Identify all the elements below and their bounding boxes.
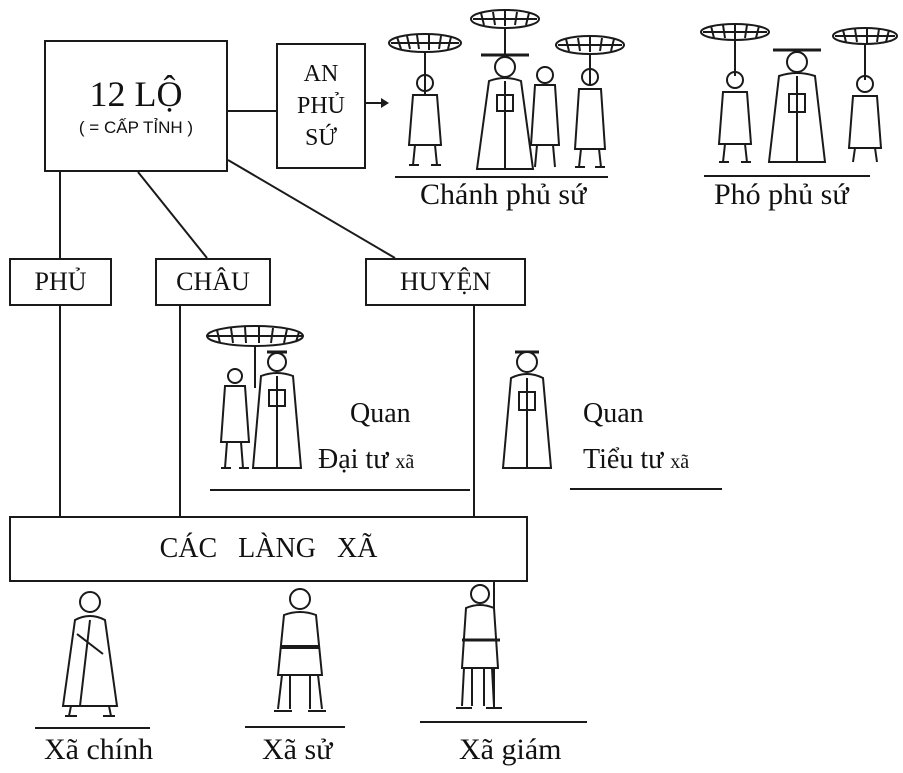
cac-lang-xa-label: CÁC LÀNG XÃ <box>159 533 378 564</box>
chanh-phu-su-figures <box>388 9 625 170</box>
main-box-subtitle: ( = CẤP TỈNH ) <box>78 118 194 137</box>
arrow-head <box>381 98 389 108</box>
tieu-tu-xa-figure <box>501 350 553 469</box>
dai-tu-xa-line2: Đại tư xã <box>318 444 414 476</box>
an-phu-su-line2: PHỦ <box>296 93 345 119</box>
main-box-title: 12 LỘ <box>89 74 183 114</box>
dai-tu-xa-main: Đại tư <box>318 444 389 475</box>
xa-giam-figure <box>456 582 502 709</box>
xa-chinh-figure <box>61 591 119 717</box>
an-phu-su-box: AN PHỦ SỨ <box>276 43 366 169</box>
dai-tu-xa-small: xã <box>395 451 415 473</box>
phu-label: PHỦ <box>34 267 87 296</box>
pho-phu-su-label: Phó phủ sứ <box>714 178 849 211</box>
pho-phu-su-figures <box>700 23 898 163</box>
tieu-tu-xa-main: Tiểu tư <box>583 444 664 475</box>
dai-tu-xa-line1: Quan <box>350 398 411 429</box>
main-box-12-lo: 12 LỘ ( = CẤP TỈNH ) <box>44 40 228 172</box>
chau-label: CHÂU <box>176 267 250 296</box>
tieu-tu-xa-line1: Quan <box>583 398 644 429</box>
xa-chinh-label: Xã chính <box>44 733 154 766</box>
phu-box: PHỦ <box>9 258 112 306</box>
huyen-box: HUYỆN <box>365 258 526 306</box>
xa-su-label: Xã sử <box>262 733 333 766</box>
huyen-label: HUYỆN <box>400 267 491 296</box>
chanh-phu-su-label: Chánh phủ sứ <box>420 178 587 211</box>
tieu-tu-xa-small: xã <box>670 451 690 473</box>
tieu-tu-xa-line2: Tiểu tư xã <box>583 444 689 476</box>
xa-su-figure <box>274 588 326 712</box>
cac-lang-xa-box: CÁC LÀNG XÃ <box>9 516 528 582</box>
an-phu-su-line3: SỨ <box>305 125 337 151</box>
chau-box: CHÂU <box>155 258 271 306</box>
dai-tu-xa-figures <box>206 325 304 469</box>
xa-giam-label: Xã giám <box>459 733 562 766</box>
an-phu-su-line1: AN <box>303 61 339 87</box>
